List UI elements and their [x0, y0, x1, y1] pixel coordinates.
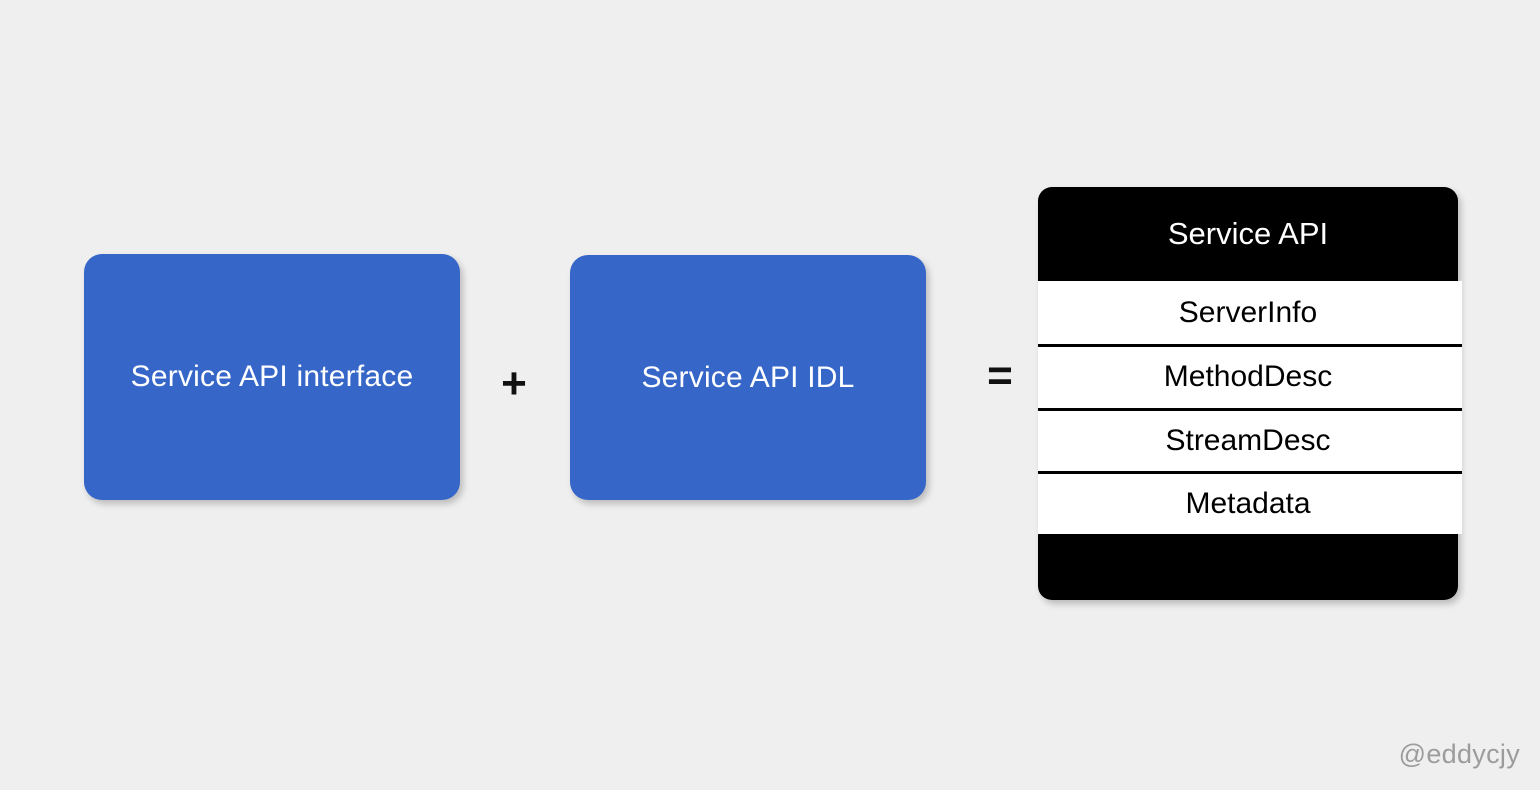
- service-api-row: Metadata: [1038, 470, 1462, 534]
- service-api-row-label: Metadata: [1185, 486, 1311, 520]
- watermark: @eddycjy: [1398, 739, 1520, 769]
- service-api-row-label: MethodDesc: [1163, 360, 1333, 394]
- operator-equals: =: [987, 351, 1013, 400]
- service-api-row: ServerInfo: [1038, 281, 1462, 345]
- service-api-row: MethodDesc: [1038, 344, 1462, 408]
- node-service-api-panel: Service API ServerInfo MethodDesc Stream…: [1038, 187, 1462, 600]
- node-service-api-interface-label: Service API interface: [130, 360, 414, 393]
- service-api-row-list: ServerInfo MethodDesc StreamDesc Metadat…: [1038, 281, 1462, 534]
- node-service-api-interface: Service API interface: [84, 254, 460, 500]
- operator-plus: +: [501, 359, 527, 408]
- service-api-row-label: StreamDesc: [1165, 423, 1331, 457]
- service-api-row-label: ServerInfo: [1178, 295, 1318, 329]
- service-api-header-label: Service API: [1167, 216, 1329, 251]
- node-service-api-idl: Service API IDL: [570, 255, 926, 500]
- service-api-row: StreamDesc: [1038, 407, 1462, 471]
- node-service-api-idl-label: Service API IDL: [641, 360, 855, 394]
- service-api-header: Service API: [1038, 187, 1458, 281]
